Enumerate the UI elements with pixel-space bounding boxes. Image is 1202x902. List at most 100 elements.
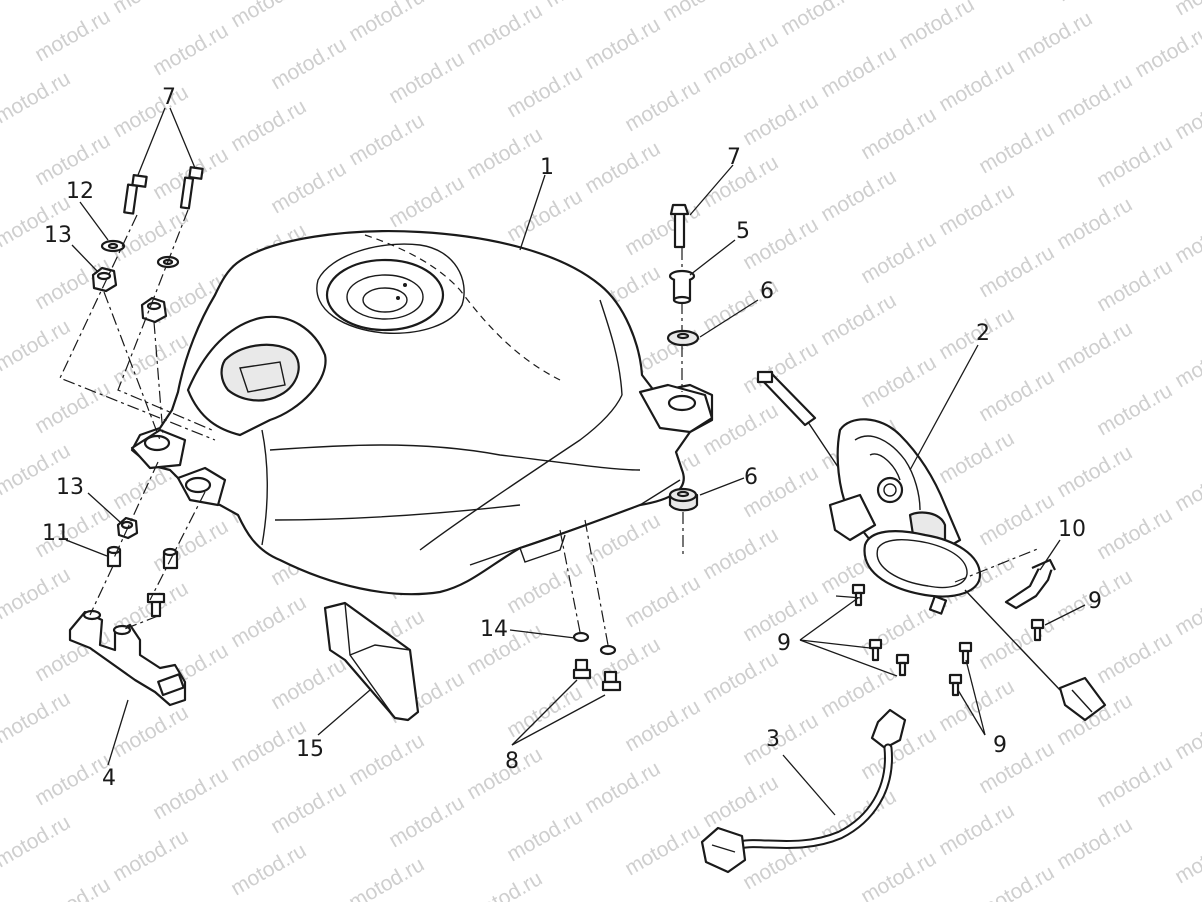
watermark-text: motod.ru [975, 241, 1058, 302]
watermark-text: motod.ru [227, 95, 310, 156]
watermark-text: motod.ru [777, 0, 860, 40]
watermark-text: motod.ru [739, 89, 822, 150]
watermark-text: motod.ru [857, 599, 940, 660]
watermark-text: motod.ru [345, 853, 428, 902]
watermark-text: motod.ru [935, 799, 1018, 860]
watermark-text: motod.ru [463, 123, 546, 184]
watermark-text: motod.ru [1171, 827, 1202, 888]
washer-14 [572, 631, 617, 656]
callout-14: 14 [480, 617, 508, 642]
rubber-6-lower [668, 487, 699, 512]
callout-1: 1 [540, 155, 554, 180]
watermark-text: motod.ru [621, 819, 704, 880]
watermark-text: motod.ru [267, 777, 350, 838]
watermark-text: motod.ru [345, 0, 428, 46]
watermark-text: motod.ru [385, 47, 468, 108]
watermark-text: motod.ru [1171, 579, 1202, 640]
watermark-text: motod.ru [1171, 83, 1202, 144]
watermark-text: motod.ru [227, 0, 310, 32]
watermark-text: motod.ru [503, 557, 586, 618]
callout-8: 8 [505, 749, 519, 774]
bolt-7-right [669, 203, 690, 249]
rubber-pad [323, 601, 420, 722]
watermark-text: motod.ru [975, 117, 1058, 178]
callout-7-left: 7 [162, 85, 176, 110]
watermark-text: motod.ru [0, 563, 74, 624]
watermark-text: motod.ru [1131, 21, 1202, 82]
bolt-7-left-a [123, 173, 148, 215]
watermark-text: motod.ru [1171, 0, 1202, 20]
watermark-text: motod.ru [345, 109, 428, 170]
watermark-text: motod.ru [1093, 503, 1176, 564]
watermark-text: motod.ru [503, 61, 586, 122]
watermark-text: motod.ru [1053, 317, 1136, 378]
callout-9-right: 9 [1088, 589, 1102, 614]
watermark-text: motod.ru [385, 791, 468, 852]
callout-15: 15 [296, 737, 324, 762]
watermark-text: motod.ru [935, 675, 1018, 736]
callout-9-left: 9 [777, 631, 791, 656]
watermark-text: motod.ru [1053, 813, 1136, 874]
watermark-text: motod.ru [541, 0, 624, 12]
callout-labels: 7 12 13 13 11 4 1 7 5 6 6 2 10 9 9 9 3 1… [42, 85, 1102, 791]
watermark-text: motod.ru [149, 763, 232, 824]
watermark-text: motod.ru [621, 695, 704, 756]
callout-9-bottom: 9 [993, 733, 1007, 758]
watermark-text: motod.ru [1171, 207, 1202, 268]
watermark-text: motod.ru [935, 427, 1018, 488]
rubber-6-upper [666, 329, 700, 347]
watermark-text: motod.ru [935, 55, 1018, 116]
watermark-text: motod.ru [267, 33, 350, 94]
watermark-text: motod.ru [267, 653, 350, 714]
watermark-text: motod.ru [1093, 751, 1176, 812]
watermark-text: motod.ru [581, 757, 664, 818]
fuel-pump-assembly [756, 370, 1107, 722]
watermark-text: motod.ru [857, 103, 940, 164]
watermark-text: motod.ru [503, 185, 586, 246]
nut-13-upper [91, 266, 168, 324]
watermark-text: motod.ru [463, 0, 546, 60]
watermark-text: motod.ru [1053, 0, 1136, 6]
watermark-text: motod.ru [581, 633, 664, 694]
clip-bracket-10 [1004, 558, 1056, 610]
watermark-text: motod.ru [0, 0, 74, 4]
watermark-text: motod.ru [975, 489, 1058, 550]
watermark-text: motod.ru [227, 839, 310, 900]
watermark-text: motod.ru [975, 737, 1058, 798]
watermark-text: motod.ru [1053, 441, 1136, 502]
watermark-text: motod.ru [817, 41, 900, 102]
watermark-text: motod.ru [31, 377, 114, 438]
callout-10: 10 [1058, 517, 1086, 542]
screw-9-set [851, 583, 1045, 697]
watermark-text: motod.ru [0, 67, 74, 128]
callout-2: 2 [976, 321, 990, 346]
callout-11: 11 [42, 521, 70, 546]
rear-mount-bracket [68, 609, 187, 707]
watermark-text: motod.ru [699, 771, 782, 832]
watermark-text: motod.ru [975, 365, 1058, 426]
watermark-text: motod.ru [739, 213, 822, 274]
watermark-text: motod.ru [1013, 7, 1096, 68]
watermark-text: motod.ru [1053, 193, 1136, 254]
watermark-text: motod.ru [1171, 331, 1202, 392]
callout-3: 3 [766, 727, 780, 752]
callout-6-upper: 6 [760, 279, 774, 304]
watermark-text: motod.ru [581, 137, 664, 198]
callout-5: 5 [736, 219, 750, 244]
bolt-7-left-b [179, 166, 204, 210]
watermark-text: motod.ru [345, 729, 428, 790]
callout-7-right: 7 [727, 145, 741, 170]
watermark-text: motod.ru [1053, 69, 1136, 130]
callout-13-lower: 13 [56, 475, 84, 500]
callout-13-upper: 13 [44, 223, 72, 248]
grommet-5 [668, 269, 696, 305]
watermark-text: motod.ru [149, 19, 232, 80]
watermark-text: motod.ru [699, 27, 782, 88]
callout-12: 12 [66, 179, 94, 204]
watermark-text: motod.ru [0, 687, 74, 748]
watermark-text: motod.ru [581, 13, 664, 74]
watermark-text: motod.ru [857, 847, 940, 902]
watermark-text: motod.ru [149, 515, 232, 576]
